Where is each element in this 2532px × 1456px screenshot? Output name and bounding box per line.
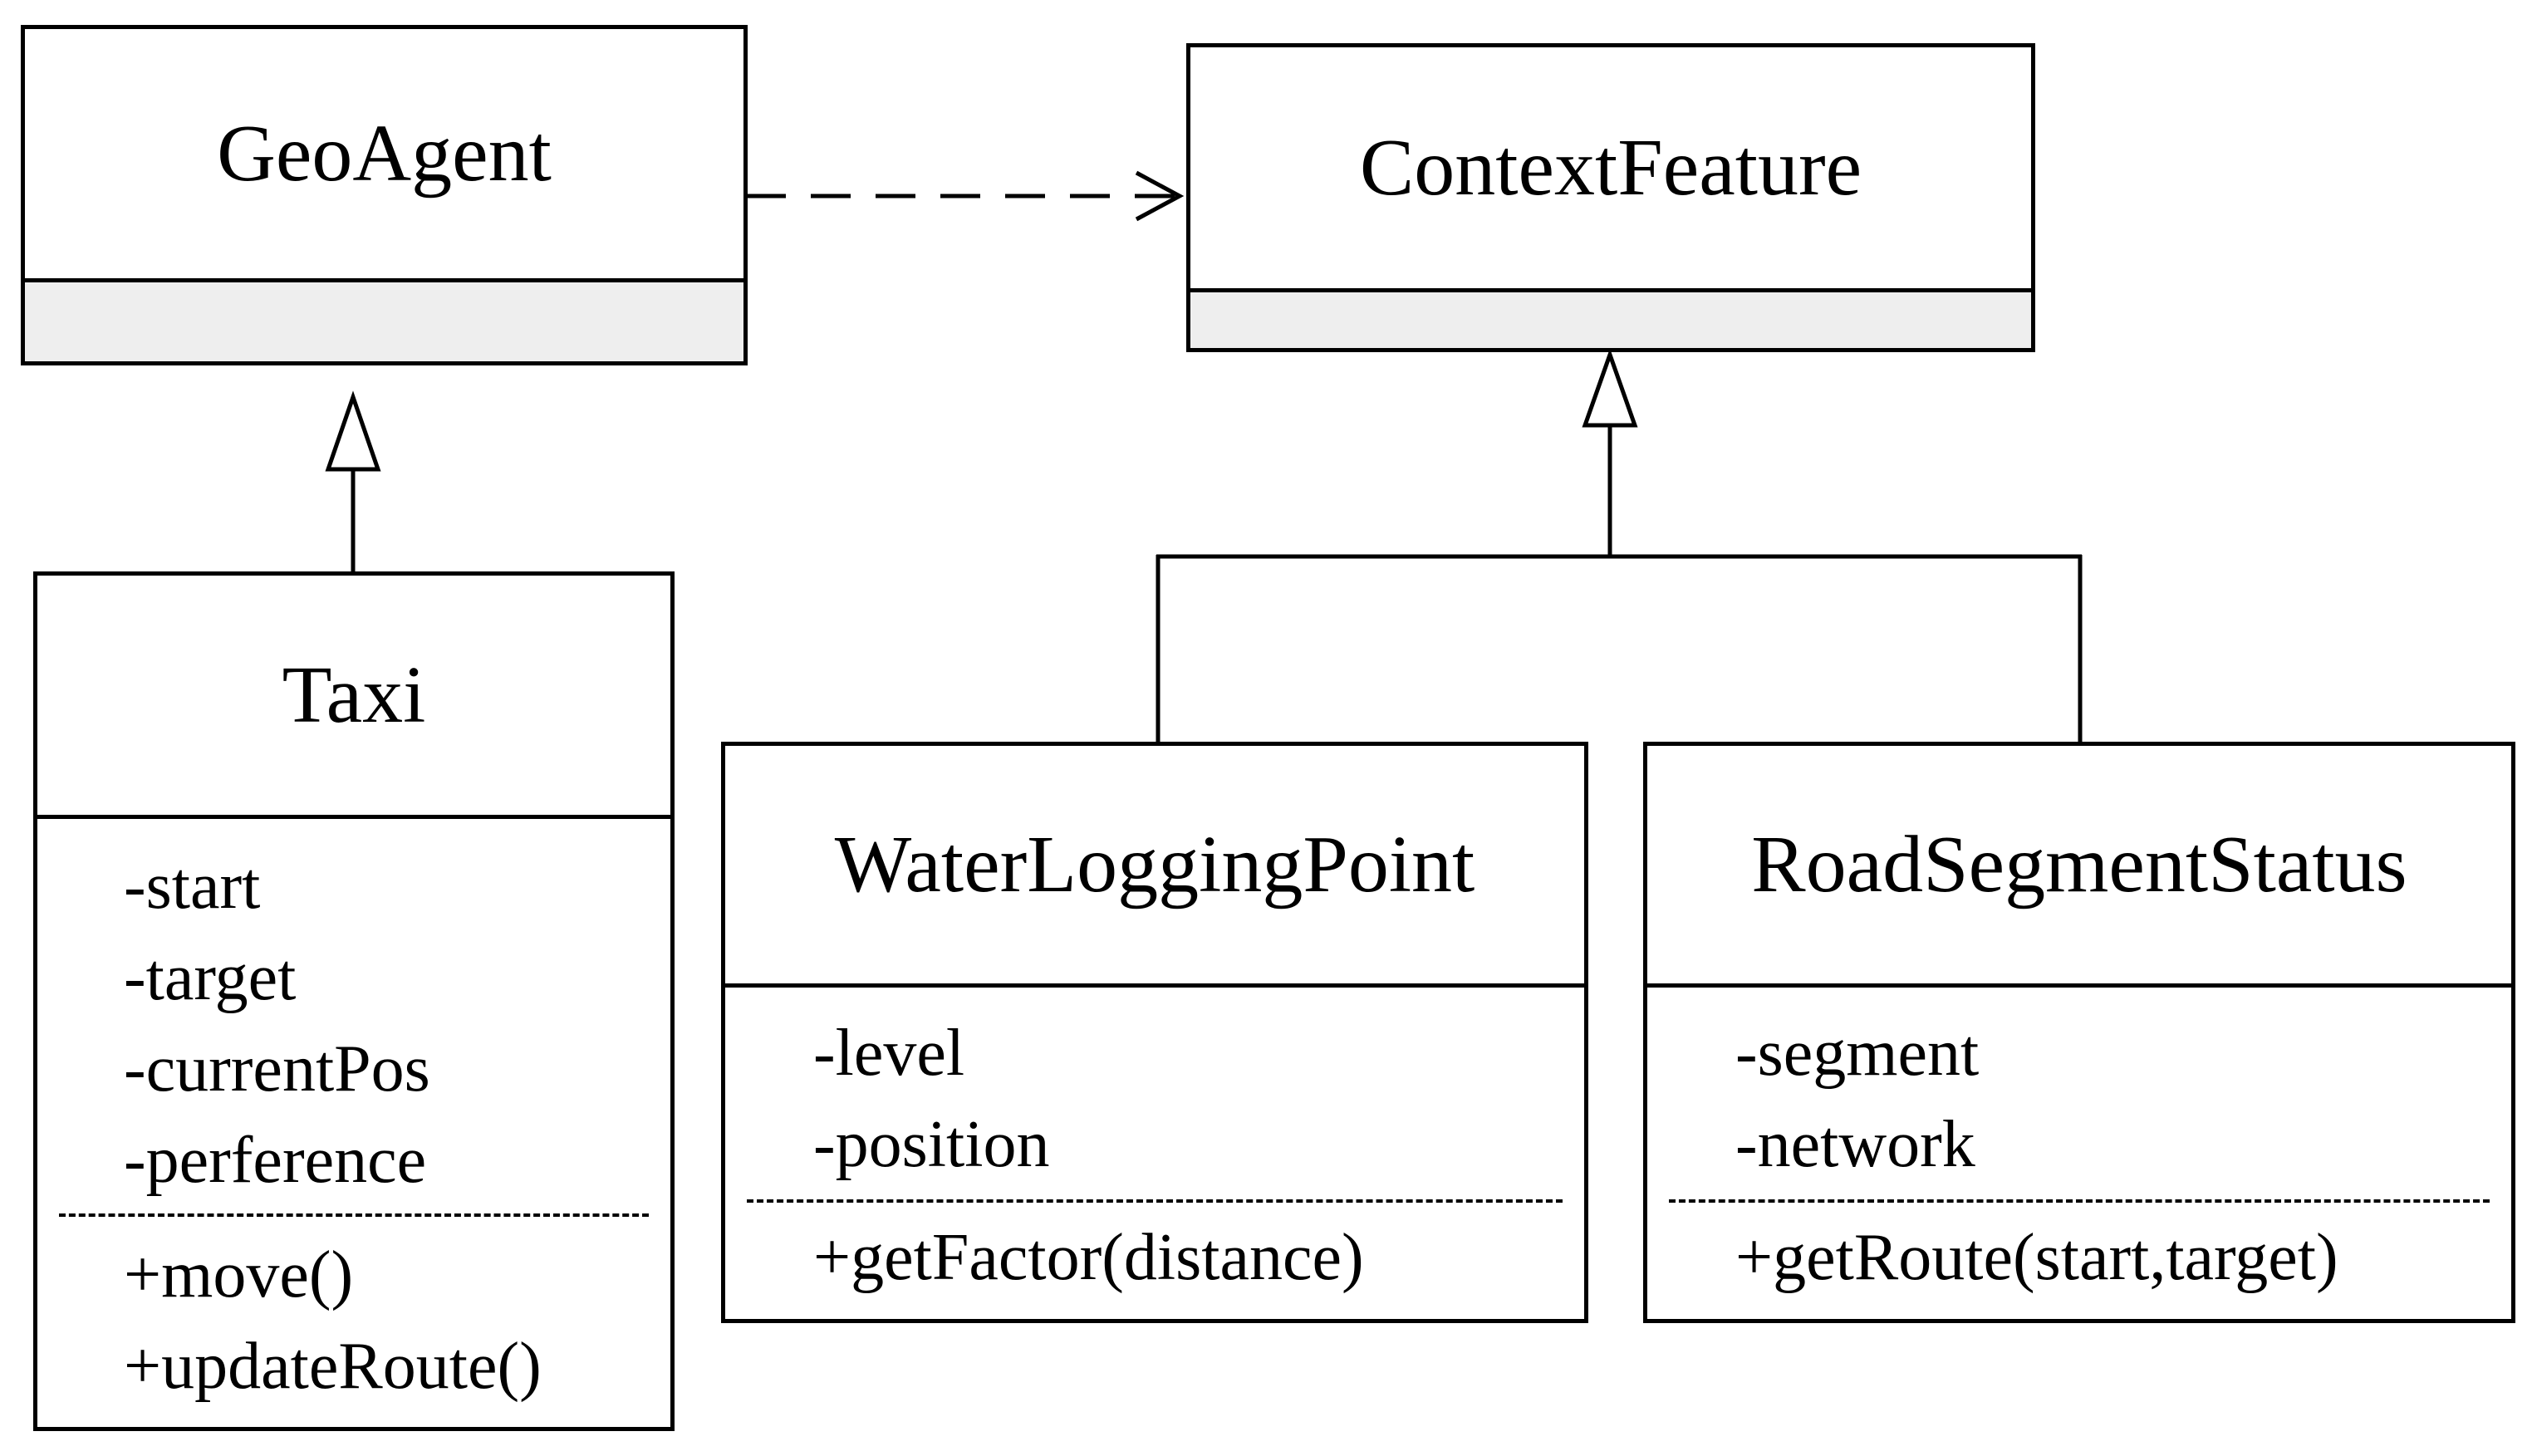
class-roadsegmentstatus: RoadSegmentStatus -segment -network +get… [1643, 742, 2515, 1323]
class-name: GeoAgent [217, 109, 552, 199]
class-name: Taxi [282, 650, 426, 740]
attribute: -start [124, 850, 261, 923]
member-separator [59, 1213, 649, 1217]
attribute: -network [1735, 1108, 1975, 1181]
method: +move() [124, 1238, 354, 1311]
method: +getFactor(distance) [813, 1221, 1364, 1294]
compartment-divider [25, 278, 743, 282]
class-name: ContextFeature [1359, 123, 1862, 213]
class-waterloggingpoint: WaterLoggingPoint -level -position +getF… [721, 742, 1588, 1323]
compartment-divider [37, 815, 670, 819]
taxi-generalization-arrowhead [325, 390, 381, 472]
attribute: -position [813, 1108, 1050, 1181]
class-name: WaterLoggingPoint [834, 820, 1475, 909]
dependency-arrowhead [1135, 170, 1185, 222]
method: +getRoute(start,target) [1735, 1221, 2338, 1294]
member-separator [747, 1199, 1563, 1203]
attribute: -currentPos [124, 1032, 430, 1105]
compartment-divider [1190, 288, 2031, 292]
attribute: -segment [1735, 1017, 1980, 1090]
empty-compartment [25, 282, 743, 361]
attribute: -target [124, 941, 297, 1014]
method: +updateRoute() [124, 1330, 542, 1403]
class-geoagent: GeoAgent [21, 25, 748, 365]
empty-compartment [1190, 292, 2031, 348]
attribute: -perference [124, 1124, 427, 1197]
class-name: RoadSegmentStatus [1751, 820, 2407, 909]
member-separator [1669, 1199, 2490, 1203]
class-taxi: Taxi -start -target -currentPos -perfere… [33, 571, 675, 1431]
compartment-divider [1647, 983, 2511, 988]
class-contextfeature: ContextFeature [1186, 43, 2035, 352]
contextfeature-generalization-arrowhead [1582, 348, 1638, 428]
attribute: -level [813, 1017, 965, 1090]
compartment-divider [725, 983, 1584, 988]
